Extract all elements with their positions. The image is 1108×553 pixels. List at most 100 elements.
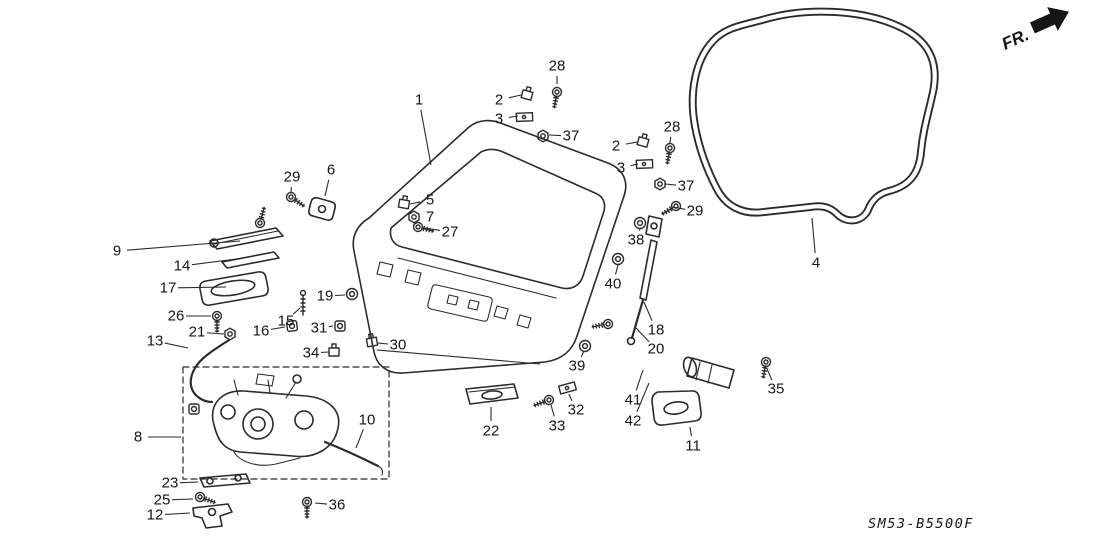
leader-line (270, 326, 286, 330)
callout-12: 12 (146, 506, 164, 524)
leader-line (643, 301, 653, 322)
leader-line (377, 342, 389, 345)
callout-3: 3 (616, 159, 626, 177)
leader-line (550, 404, 555, 417)
callout-14: 14 (173, 257, 191, 275)
callout-2: 2 (494, 91, 504, 109)
callout-3: 3 (494, 110, 504, 128)
callout-6: 6 (326, 161, 336, 179)
leader-line (635, 369, 644, 391)
callout-34: 34 (302, 344, 320, 362)
bolt-icon (533, 394, 555, 408)
grommet-icon (578, 339, 592, 353)
callout-30: 30 (389, 336, 407, 354)
clip-icon (397, 195, 411, 210)
tailgate-panel (352, 119, 627, 374)
callout-29: 29 (686, 202, 704, 220)
plate-icon (635, 159, 654, 170)
fr-arrow-icon (1029, 7, 1069, 34)
leader-line (171, 498, 194, 501)
latch-assembly (182, 366, 390, 480)
stay-bracket (308, 197, 336, 221)
callout-37: 37 (562, 127, 580, 145)
grommet-icon (611, 252, 625, 266)
leader-line (615, 264, 619, 275)
callout-1: 1 (414, 91, 424, 109)
fr-label: FR. (999, 25, 1032, 53)
striker-assembly (651, 356, 735, 426)
diagram-code: SM53-B5500F (868, 516, 974, 532)
leader-line (355, 429, 364, 449)
license-garnish (465, 383, 519, 405)
leader-line (669, 136, 672, 144)
leader-line (689, 426, 692, 437)
callout-40: 40 (604, 275, 622, 293)
callout-28: 28 (663, 118, 681, 136)
leader-line (766, 368, 773, 381)
leader-line (625, 141, 638, 145)
callout-18: 18 (647, 321, 665, 339)
callout-38: 38 (627, 231, 645, 249)
leader-line (568, 393, 573, 402)
leader-line (164, 342, 189, 349)
callout-35: 35 (767, 380, 785, 398)
leader-line (206, 332, 225, 335)
hardware-icons (188, 86, 772, 519)
leader-line (292, 307, 301, 315)
bumper-icon (188, 403, 200, 415)
leader-line (409, 201, 421, 205)
callout-11: 11 (685, 437, 701, 455)
plate-icon (557, 381, 578, 395)
clip-icon (365, 333, 379, 348)
nut-icon (224, 327, 236, 341)
callout-8: 8 (133, 428, 143, 446)
callout-16: 16 (252, 322, 270, 340)
callout-7: 7 (425, 208, 435, 226)
screw-icon (299, 289, 307, 316)
callout-32: 32 (567, 401, 585, 419)
bolt-icon (211, 310, 223, 333)
nut-icon (654, 177, 666, 191)
callout-17: 17 (159, 279, 177, 297)
callout-23: 23 (161, 474, 179, 492)
leader-line (811, 217, 816, 254)
callout-27: 27 (441, 223, 459, 241)
callout-5: 5 (425, 191, 435, 209)
leader-line (635, 327, 650, 343)
plate-icon (515, 112, 534, 123)
grommet-icon (345, 287, 359, 301)
bolt-icon (760, 356, 772, 379)
callout-22: 22 (482, 422, 500, 440)
callout-19: 19 (316, 287, 334, 305)
leader-line (191, 257, 245, 266)
callout-29: 29 (283, 168, 301, 186)
leader-line (164, 512, 191, 515)
callout-42: 42 (624, 412, 642, 430)
bumper-icon (285, 319, 299, 333)
hinge-assembly (199, 227, 284, 306)
callout-28: 28 (548, 57, 566, 75)
grommet-icon (633, 216, 647, 230)
bolt-icon (661, 200, 682, 216)
leader-line (334, 294, 346, 297)
bolt-icon (254, 206, 267, 229)
bolt-icon (285, 191, 305, 208)
bolt-icon (301, 496, 313, 519)
leader-line (179, 481, 199, 484)
callout-39: 39 (568, 357, 586, 375)
leader-line (548, 134, 562, 137)
leader-line (177, 286, 227, 289)
leader-line (508, 94, 522, 99)
callout-21: 21 (188, 323, 206, 341)
callout-10: 10 (358, 411, 376, 429)
callout-31: 31 (310, 319, 328, 337)
callout-37: 37 (677, 177, 695, 195)
fr-direction-marker: FR. (999, 7, 1069, 54)
leader-line (420, 109, 432, 166)
nut-icon (537, 129, 549, 143)
callout-33: 33 (548, 417, 566, 435)
leader-line (638, 228, 641, 231)
callout-13: 13 (146, 332, 164, 350)
